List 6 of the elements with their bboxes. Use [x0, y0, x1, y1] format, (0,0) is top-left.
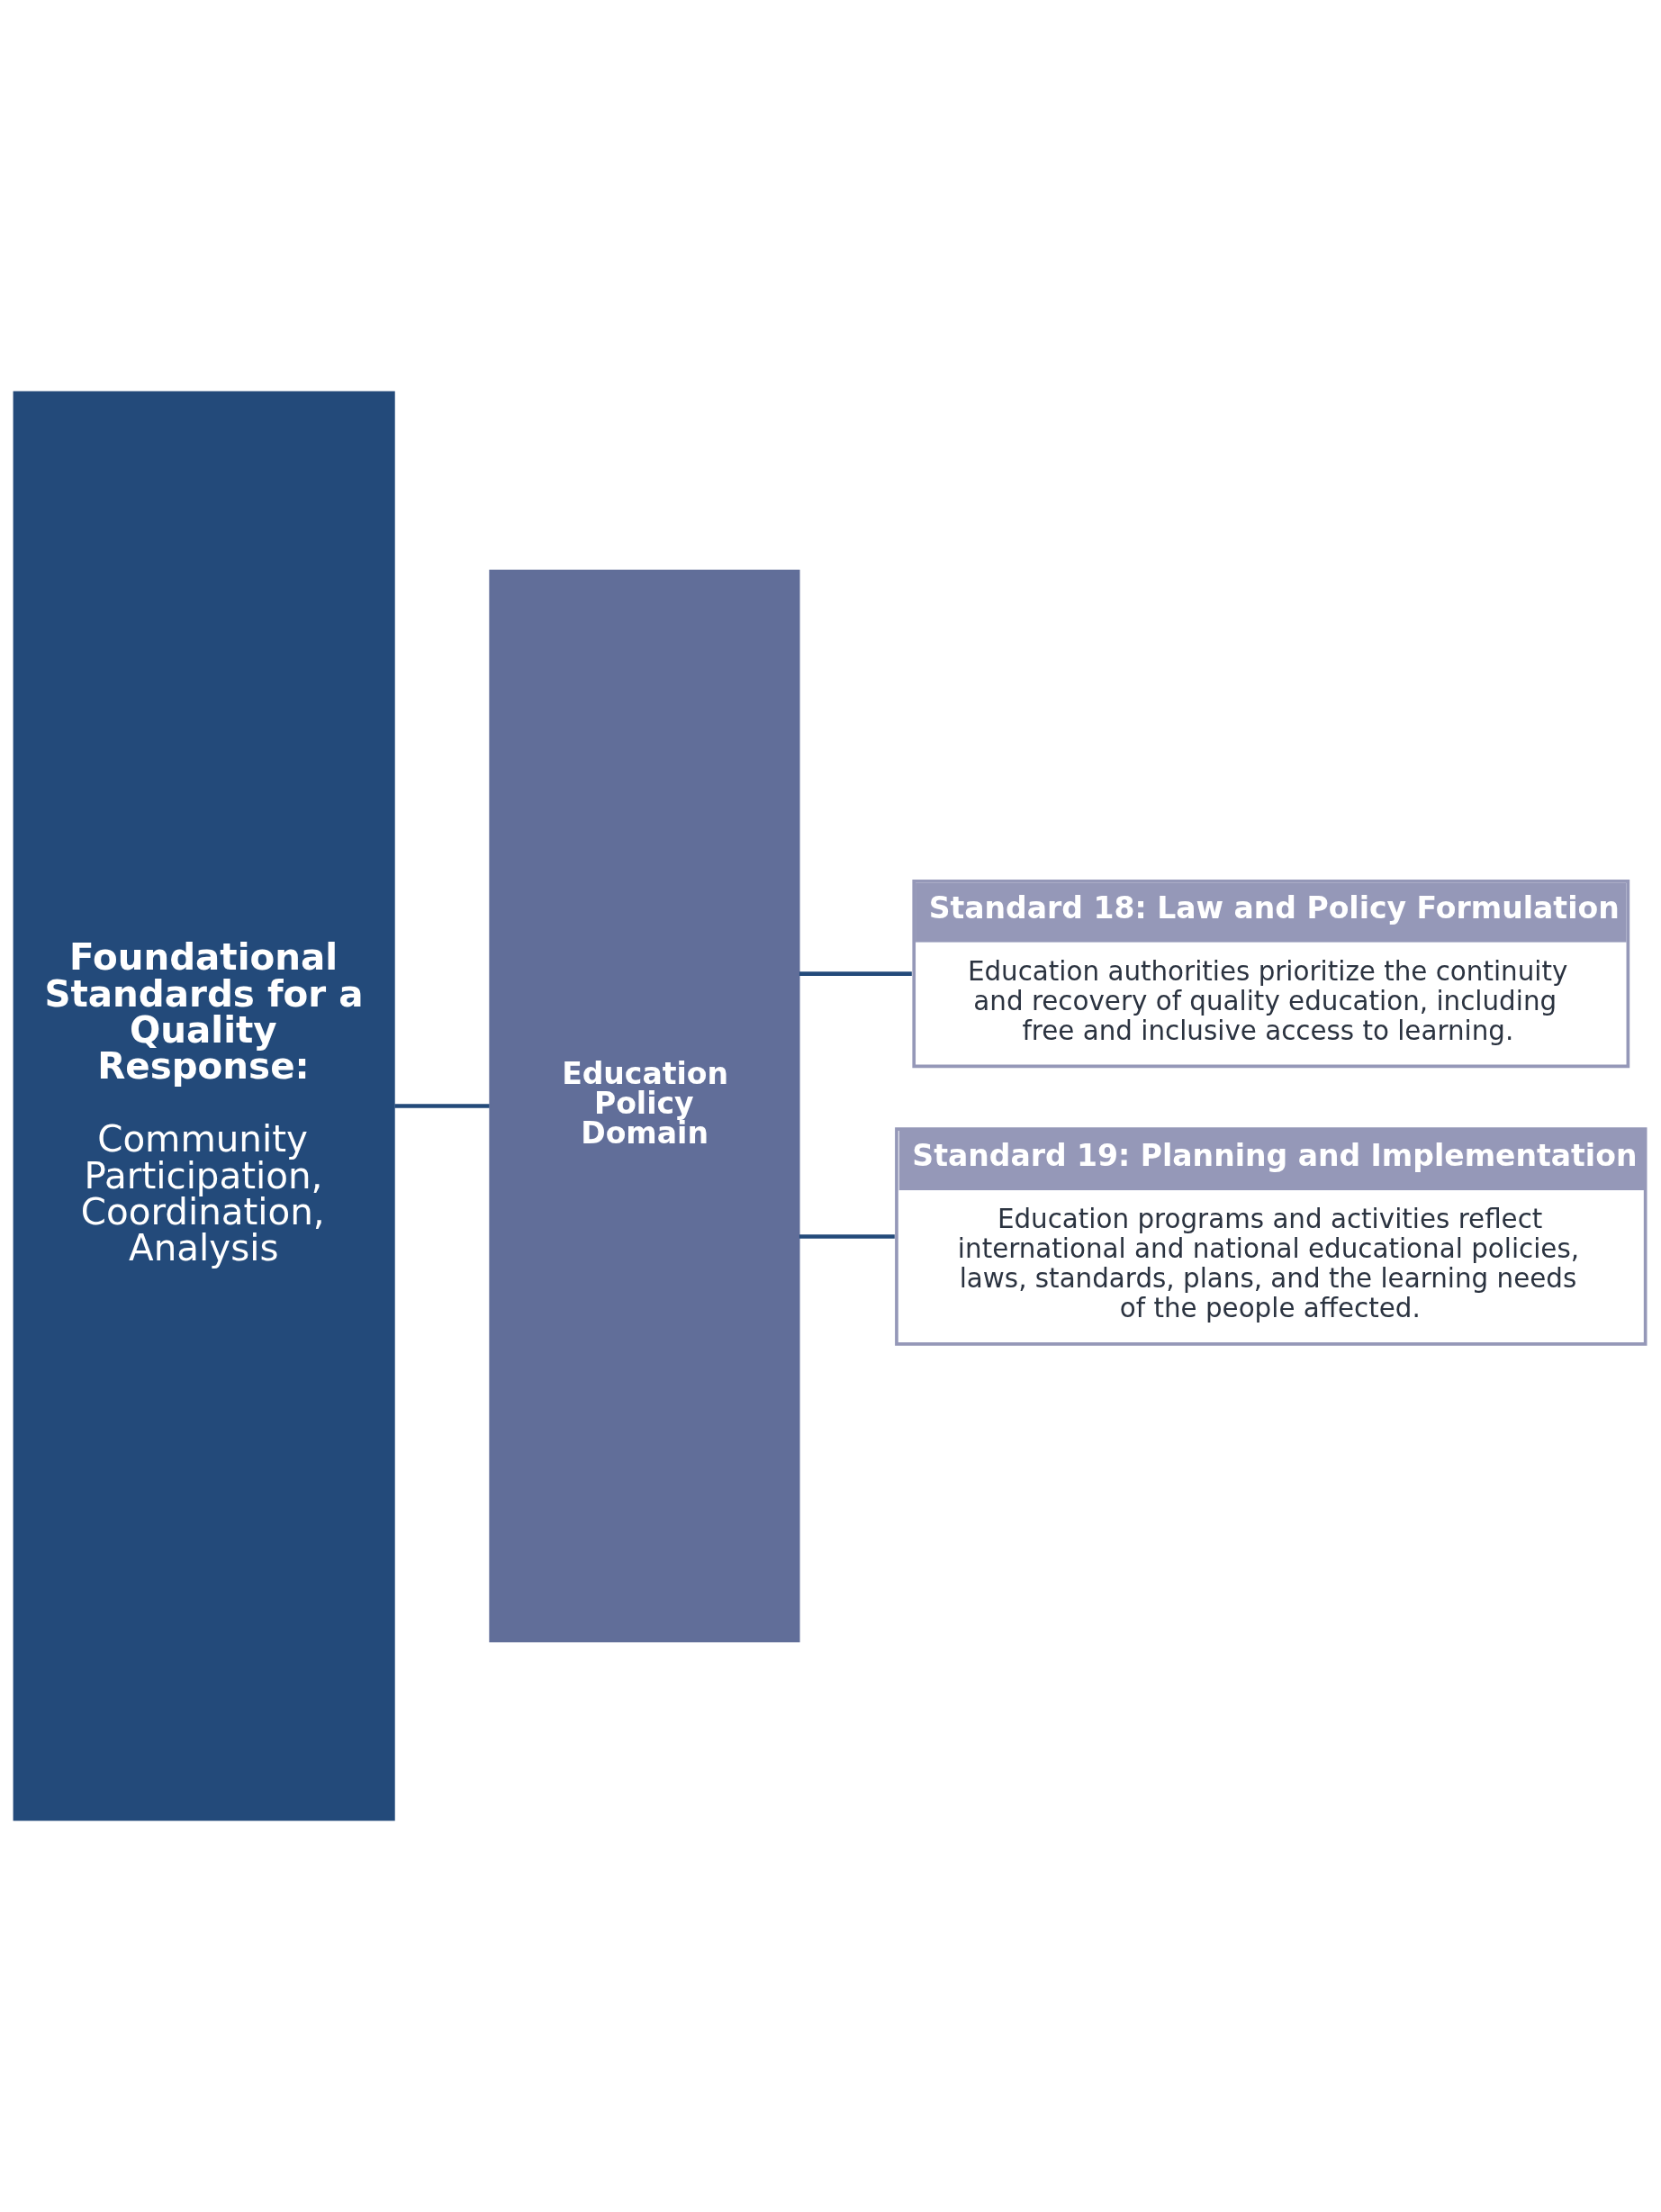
node-box: Foundational Standards for a Quality Response: Community Participation, Coordination, Analysis — [13, 391, 395, 1821]
connector — [799, 971, 912, 976]
connector — [799, 1234, 895, 1239]
node-box: Education Policy Domain — [489, 569, 800, 1643]
node-box: Standard 18: Law and Policy Formulation Education authorities prioritize the continuity and recovery of quality education, including free and inclusive access to learning. — [912, 879, 1630, 1069]
connector — [394, 1104, 490, 1108]
